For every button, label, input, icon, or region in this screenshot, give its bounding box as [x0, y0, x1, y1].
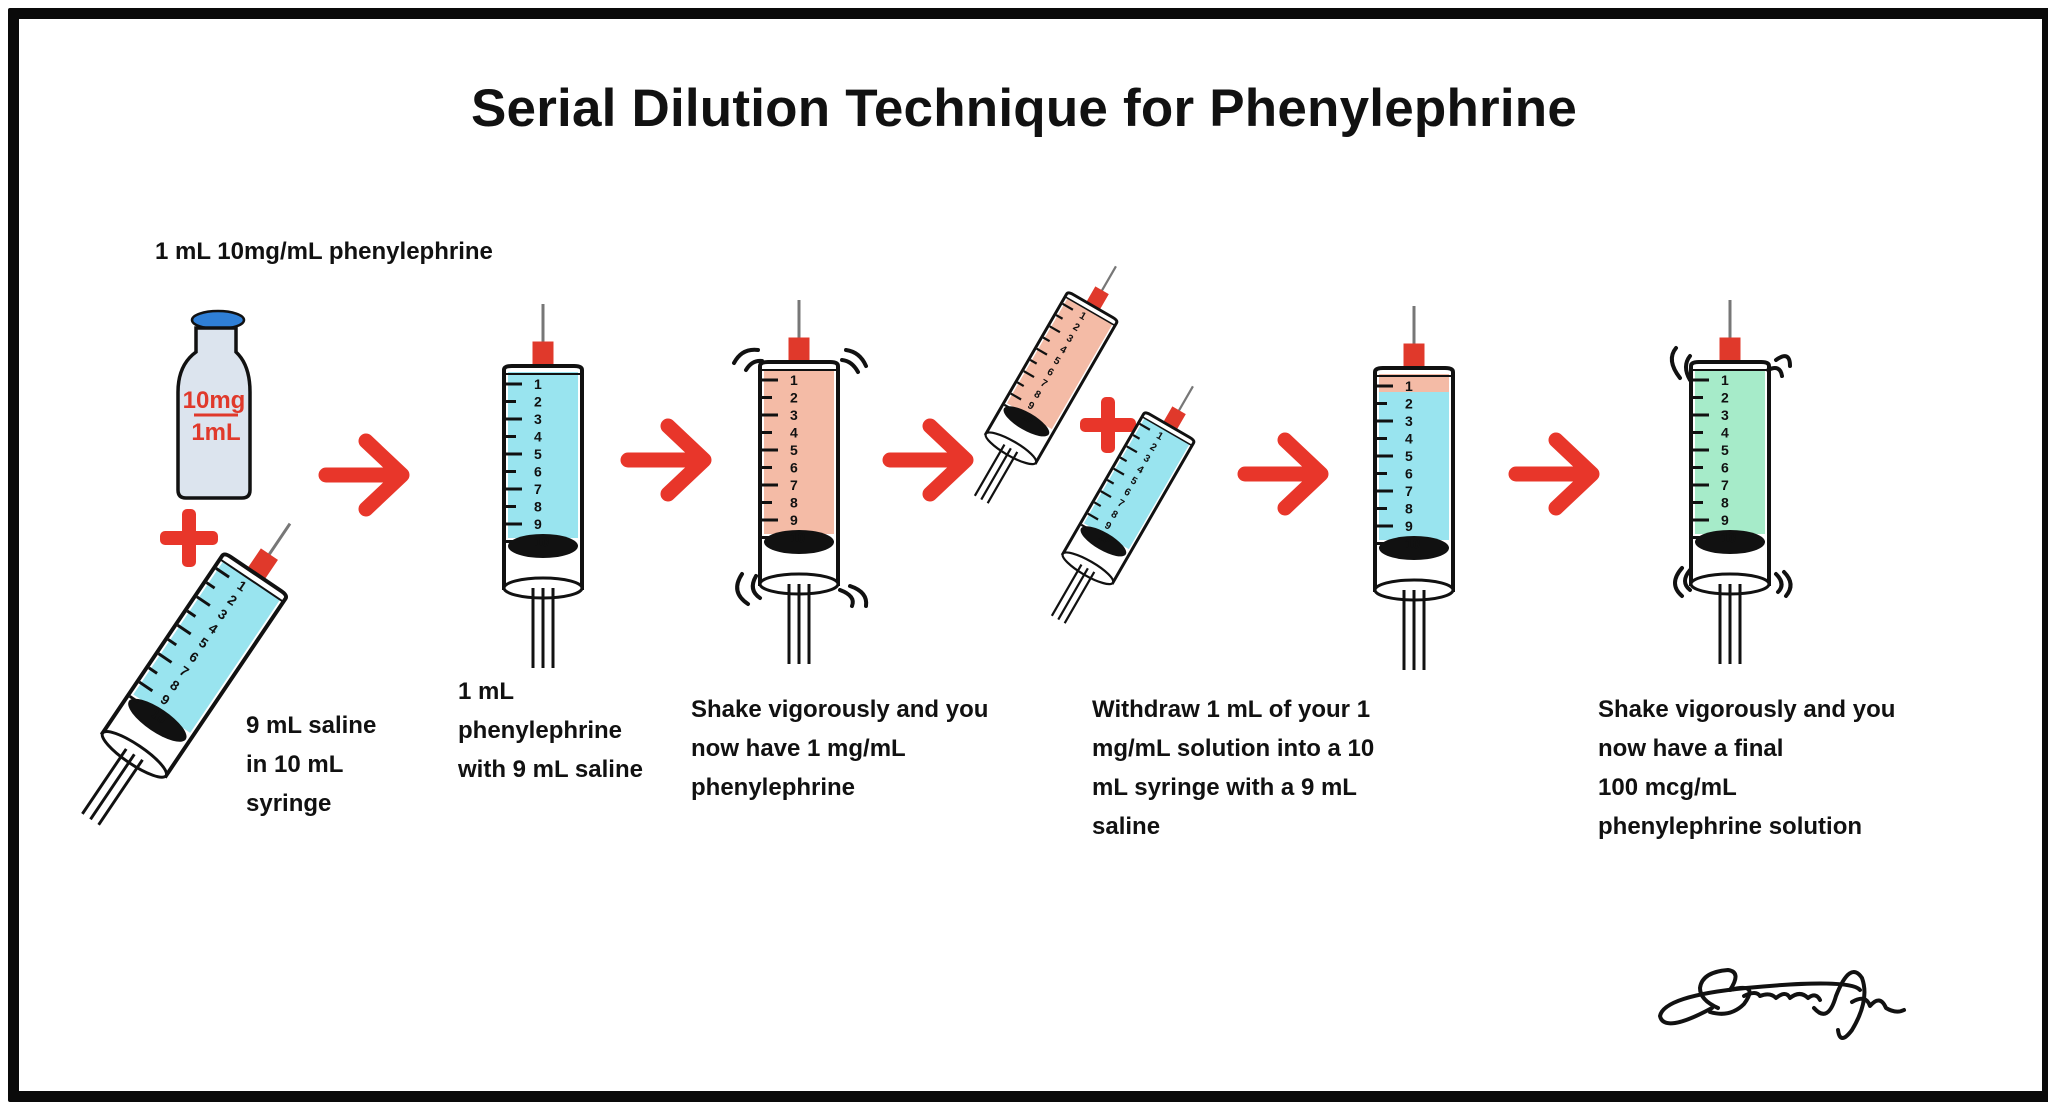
- shake-marks-icon: [732, 347, 869, 608]
- scale-mark-label: 5: [790, 442, 798, 458]
- scale-mark-label: 3: [534, 411, 542, 427]
- scale-mark-label: 10: [534, 534, 550, 550]
- scale-mark-label: 10: [1096, 531, 1112, 546]
- scale-mark-label: 10: [1019, 411, 1035, 426]
- arrow-right-icon: [620, 418, 712, 502]
- plus-icon: [1080, 397, 1136, 453]
- withdraw-caption: Withdraw 1 mL of your 1 mg/mL solution i…: [1092, 696, 1375, 840]
- scale-mark-label: 5: [1405, 448, 1413, 464]
- scale-mark-label: 7: [534, 481, 542, 497]
- page-title: Serial Dilution Technique for Phenylephr…: [470, 79, 1578, 138]
- scale-mark-label: 2: [1148, 442, 1159, 455]
- arrow-right-icon: [882, 418, 974, 502]
- scale-mark-label: 1: [1154, 430, 1165, 443]
- scale-mark-label: 1: [534, 376, 542, 392]
- scale-mark-label: 3: [1405, 413, 1413, 429]
- black-frame: [8, 8, 2048, 1102]
- scale-mark-label: 9: [790, 512, 798, 528]
- scale-mark-label: 9: [1721, 512, 1729, 528]
- scale-mark-label: 7: [1721, 477, 1729, 493]
- scale-mark-label: 4: [534, 429, 542, 445]
- syringe-icon: 1 23 45 67 89 10: [1689, 300, 1771, 664]
- scale-mark-label: 7: [790, 477, 798, 493]
- scale-mark-label: 2: [1721, 390, 1729, 406]
- vial-label-top: 10mg: [183, 387, 246, 414]
- scale-mark-label: 7: [1115, 498, 1126, 511]
- scale-mark-label: 10: [148, 706, 169, 727]
- scale-mark-label: 5: [1051, 355, 1062, 368]
- scale-mark-label: 8: [1721, 495, 1729, 511]
- scale-mark-label: 9: [1102, 520, 1113, 533]
- scale-mark-label: 2: [790, 390, 798, 406]
- scale-mark-label: 3: [1721, 407, 1729, 423]
- scale-mark-label: 6: [790, 460, 798, 476]
- arrow-right-icon: [1237, 432, 1329, 516]
- scale-mark-label: 1: [790, 372, 798, 388]
- scale-mark-label: 4: [1721, 425, 1729, 441]
- scale-mark-label: 1: [1077, 310, 1088, 323]
- shake-marks-icon: [1669, 346, 1793, 598]
- scale-mark-label: 4: [1058, 344, 1069, 357]
- scale-mark-label: 8: [534, 499, 542, 515]
- scale-mark-label: 3: [790, 407, 798, 423]
- vial-label-bottom: 1mL: [191, 419, 240, 446]
- arrow-right-icon: [318, 433, 410, 517]
- scale-mark-label: 8: [790, 495, 798, 511]
- scale-mark-label: 6: [1721, 460, 1729, 476]
- scale-mark-label: 6: [1405, 466, 1413, 482]
- scale-mark-label: 8: [1032, 389, 1043, 402]
- scale-mark-label: 7: [1405, 483, 1413, 499]
- scale-mark-label: 2: [1071, 322, 1082, 335]
- shake-one-caption: Shake vigorously and you now have 1 mg/m…: [691, 696, 989, 801]
- scale-mark-label: 1: [1405, 378, 1413, 394]
- scale-mark-label: 9: [534, 516, 542, 532]
- scale-mark-label: 5: [1128, 475, 1139, 488]
- scale-mark-label: 10: [1721, 530, 1737, 546]
- scale-mark-label: 7: [1038, 378, 1049, 391]
- scale-mark-label: 3: [1064, 333, 1075, 346]
- scale-mark-label: 2: [1405, 396, 1413, 412]
- scale-mark-label: 1: [1721, 372, 1729, 388]
- syringe-icon: 1 23 45 67 89 10: [502, 304, 584, 668]
- syringe-icon: 1 23 45 67 89 10: [758, 300, 840, 664]
- scale-mark-label: 9: [1025, 400, 1036, 413]
- scale-mark-label: 6: [1122, 487, 1133, 500]
- combined-caption: 1 mL phenylephrine with 9 mL saline: [458, 678, 643, 783]
- scale-mark-label: 10: [1405, 536, 1421, 552]
- scale-mark-label: 2: [534, 394, 542, 410]
- vial-icon: 10mg 1mL: [176, 309, 252, 500]
- scale-mark-label: 5: [1721, 442, 1729, 458]
- scale-mark-label: 6: [1045, 367, 1056, 380]
- plus-icon: [160, 509, 218, 567]
- scale-mark-label: 10: [790, 530, 806, 546]
- scale-mark-label: 6: [534, 464, 542, 480]
- scale-mark-label: 8: [1109, 509, 1120, 522]
- signature-icon: [1658, 968, 1906, 1040]
- syringe-icon: 1 23 45 67 89 10: [1373, 306, 1455, 670]
- scale-mark-label: 5: [534, 446, 542, 462]
- scale-mark-label: 3: [1141, 453, 1152, 466]
- scale-mark-label: 4: [790, 425, 798, 441]
- scale-mark-label: 4: [1135, 464, 1146, 477]
- arrow-right-icon: [1508, 432, 1600, 516]
- saline-syringe-caption: 9 mL saline in 10 mL syringe: [246, 712, 377, 817]
- vial-caption: 1 mL 10mg/mL phenylephrine: [155, 238, 493, 265]
- scale-mark-label: 9: [1405, 518, 1413, 534]
- scale-mark-label: 4: [1405, 431, 1413, 447]
- scale-mark-label: 8: [1405, 501, 1413, 517]
- shake-two-caption: Shake vigorously and you now have a fina…: [1598, 696, 1896, 840]
